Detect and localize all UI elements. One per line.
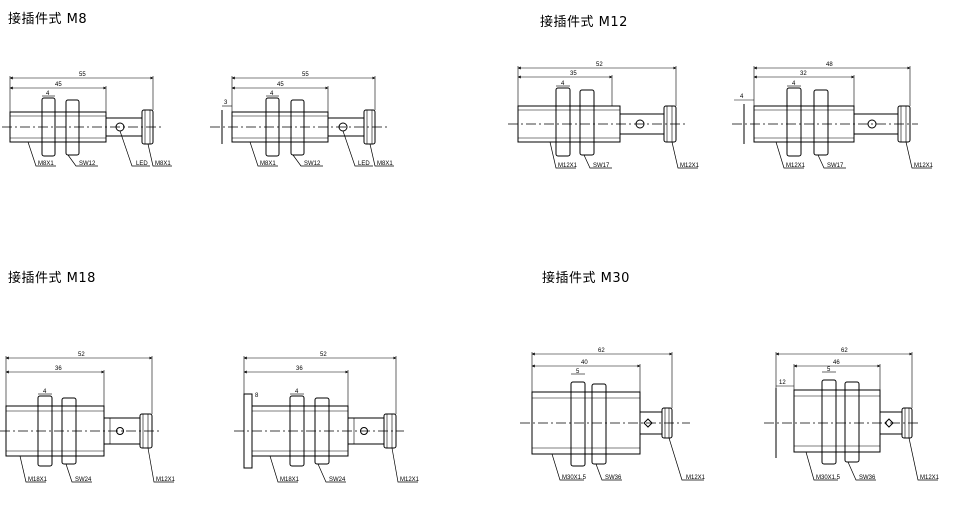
leader-label: SW17 — [827, 163, 844, 169]
nut-2 — [61, 397, 77, 465]
leader-label: SW24 — [75, 477, 92, 483]
dim-label: 4 — [270, 91, 274, 97]
drawing-m30-2 — [764, 352, 938, 481]
section-title-m30: 接插件式 M30 — [542, 271, 630, 286]
dim-label: 40 — [581, 360, 588, 366]
leader-label: LED — [136, 161, 148, 167]
section-title-m8: 接插件式 M8 — [8, 12, 88, 27]
nut-1 — [786, 87, 802, 157]
drawing-m12-1 — [508, 66, 698, 169]
dim-label: 35 — [570, 71, 577, 77]
leader-label: M8X1 — [38, 161, 54, 167]
led-circle — [360, 427, 368, 435]
dim-label: 45 — [277, 82, 284, 88]
nut-1 — [555, 87, 571, 157]
nut-1 — [37, 395, 53, 467]
leader-label: M12X1 — [156, 477, 176, 483]
leader-label: SW36 — [605, 475, 622, 481]
dim-label: 4 — [740, 94, 744, 100]
dim-label: 4 — [46, 91, 50, 97]
connector — [383, 413, 397, 449]
dim-label: 52 — [320, 352, 327, 358]
dim-label: 45 — [55, 82, 62, 88]
nut-2 — [813, 89, 829, 156]
led-circle — [116, 427, 124, 435]
leader-label: M12X1 — [400, 477, 420, 483]
leader-label: M18X1 — [280, 477, 300, 483]
nut-2 — [290, 99, 305, 156]
leader-label: M30X1.5 — [562, 475, 587, 481]
connector — [661, 407, 673, 439]
connector — [141, 109, 154, 145]
leader-label: SW17 — [593, 163, 610, 169]
leader-label: LED — [358, 161, 370, 167]
nut-2 — [579, 89, 595, 156]
dim-label: 3 — [224, 100, 228, 106]
leader-label: M18X1 — [28, 477, 48, 483]
dim-label: 62 — [598, 348, 605, 354]
drawing-m8-1 — [2, 76, 172, 167]
leader-label: SW24 — [329, 477, 346, 483]
drawing-m18-2 — [234, 356, 418, 483]
nut-2 — [314, 397, 330, 465]
drawing-m8-2 — [210, 76, 394, 167]
dim-label: 52 — [596, 62, 603, 68]
leader-label: M12X1 — [558, 163, 578, 169]
led-circle — [867, 119, 877, 129]
leader-label: M12X1 — [686, 475, 706, 481]
dim-label: 55 — [302, 72, 309, 78]
dim-label: 4 — [295, 389, 299, 395]
nut-2 — [591, 383, 607, 465]
dim-label: 48 — [826, 62, 833, 68]
drawing-m30-1 — [520, 352, 704, 481]
connector — [897, 105, 911, 143]
nut-1 — [41, 97, 56, 157]
leader-label: SW36 — [859, 475, 876, 481]
drawing-m18-1 — [0, 356, 174, 483]
leader-label: M12X1 — [680, 163, 700, 169]
dim-label: 55 — [79, 72, 86, 78]
nut-1 — [289, 395, 305, 467]
connector — [363, 109, 376, 145]
nut-1 — [265, 97, 280, 157]
leader-label: M12X1 — [920, 475, 940, 481]
dim-label: 46 — [833, 360, 840, 366]
nut-1 — [570, 381, 586, 467]
dim-label: 5 — [827, 367, 831, 373]
dim-label: 4 — [792, 81, 796, 87]
connector — [663, 105, 677, 143]
led-diamond — [643, 418, 653, 428]
leader-label: M8X1 — [260, 161, 276, 167]
dim-label: 62 — [841, 348, 848, 354]
dim-label: 36 — [55, 366, 62, 372]
led-circle — [635, 119, 645, 129]
dim-label: 8 — [255, 393, 259, 399]
connector — [901, 407, 913, 439]
dim-label: 32 — [800, 71, 807, 77]
dim-label: 5 — [576, 369, 580, 375]
dim-label: 4 — [43, 389, 47, 395]
leader-label: M8X1 — [155, 161, 171, 167]
connector — [139, 413, 153, 449]
dim-label: 52 — [78, 352, 85, 358]
sensor-body — [793, 389, 881, 453]
drawing-m12-2 — [732, 66, 932, 169]
leader-label: M8X1 — [377, 161, 393, 167]
leader-label: SW12 — [304, 161, 321, 167]
leader-label: M12X1 — [786, 163, 806, 169]
led-diamond — [884, 418, 894, 428]
dim-label: 36 — [296, 366, 303, 372]
section-title-m12: 接插件式 M12 — [540, 15, 628, 30]
section-title-m18: 接插件式 M18 — [8, 271, 96, 286]
dim-label: 12 — [779, 380, 786, 386]
nut-2 — [844, 381, 860, 463]
nut-1 — [821, 379, 837, 465]
dim-label: 4 — [561, 81, 565, 87]
leader-label: M12X1 — [914, 163, 934, 169]
leader-label: M30X1.5 — [816, 475, 841, 481]
leader-label: SW12 — [79, 161, 96, 167]
nut-2 — [65, 99, 80, 156]
